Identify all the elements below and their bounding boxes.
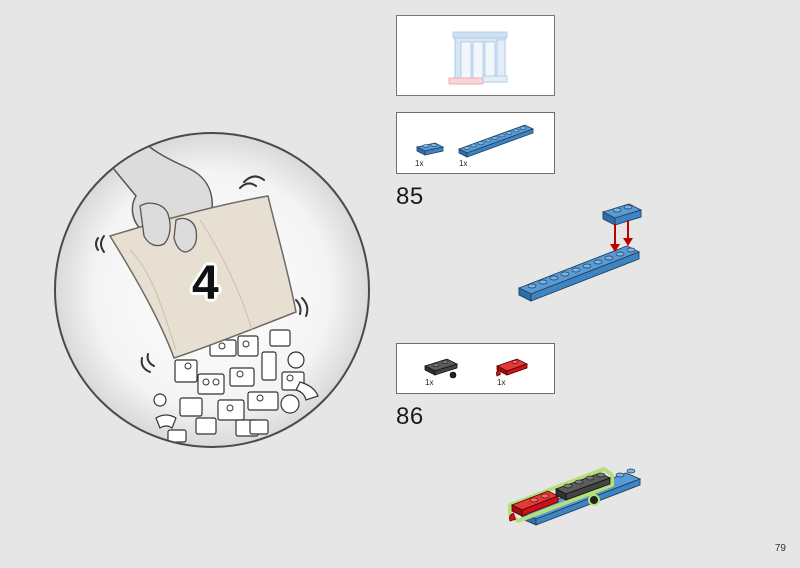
part-qty: 1x bbox=[415, 159, 424, 168]
plate-1x2-icon bbox=[415, 142, 445, 156]
step-85-assembly-icon bbox=[517, 203, 643, 302]
part-qty: 1x bbox=[497, 378, 506, 387]
assembly-preview-icon bbox=[448, 31, 508, 85]
loose-bricks-icon bbox=[153, 329, 319, 443]
plate-with-clip-red-icon bbox=[495, 358, 529, 377]
placement-arrow-icon bbox=[610, 220, 633, 252]
bag-number: 4 bbox=[192, 257, 219, 310]
page-number: 79 bbox=[774, 543, 786, 554]
parts-list-step-85: 1x 1x bbox=[396, 112, 555, 174]
step-number-86: 86 bbox=[396, 403, 424, 430]
step-number-85: 85 bbox=[396, 183, 424, 210]
part-qty: 1x bbox=[425, 378, 434, 387]
reference-panel bbox=[396, 15, 555, 96]
plate-with-ball-dark-grey-icon bbox=[423, 358, 459, 379]
part-qty: 1x bbox=[459, 159, 468, 168]
bag-number-label: 4 bbox=[188, 257, 234, 310]
plate-1x10-icon bbox=[457, 124, 535, 158]
parts-list-step-86: 1x 1x bbox=[396, 343, 555, 394]
step-86-assembly-icon bbox=[508, 467, 642, 526]
